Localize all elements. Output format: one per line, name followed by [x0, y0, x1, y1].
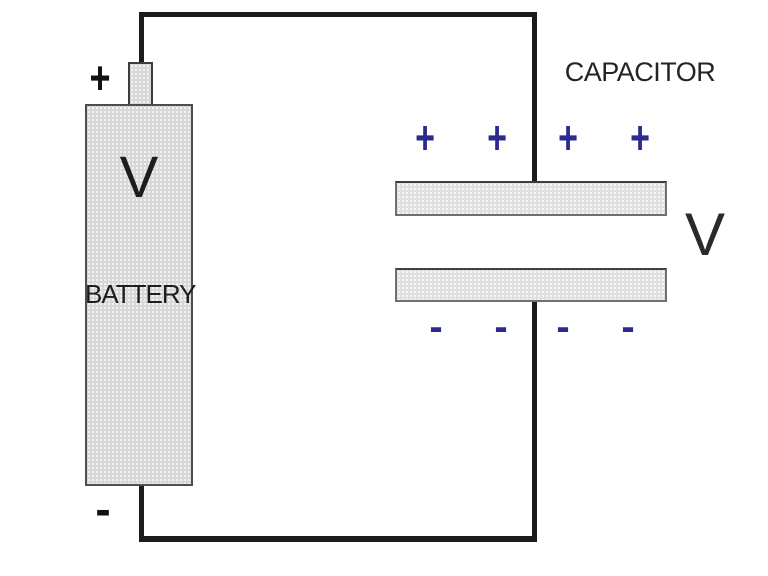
battery-positive-sign: +: [89, 50, 111, 104]
capacitor-bottom-plate: [395, 268, 667, 302]
wire-battery-negative-lead: [139, 484, 144, 540]
plus-charge-symbol: +: [415, 110, 435, 164]
wire-battery-positive-lead: [139, 12, 144, 66]
plus-charge-symbol: +: [558, 110, 578, 164]
battery-body: [85, 104, 193, 486]
battery-positive-terminal: [128, 62, 153, 107]
battery-name-label: BATTERY: [85, 279, 197, 309]
plus-charge-symbol: +: [630, 110, 650, 164]
minus-charge-symbol: -: [429, 304, 443, 349]
minus-charge-symbol: -: [621, 304, 635, 349]
minus-charge-symbol: -: [494, 304, 508, 349]
wire-top-plate-lead: [532, 12, 537, 184]
minus-charge-symbol: -: [556, 304, 570, 349]
plus-charge-symbol: +: [487, 110, 507, 164]
wire-bottom-plate-lead: [532, 300, 537, 540]
wire-bottom-horizontal: [139, 536, 537, 542]
capacitor-top-plate: [395, 181, 667, 216]
capacitor-voltage-label: V: [684, 201, 726, 268]
battery-voltage-label: V: [119, 145, 159, 210]
capacitor-label: CAPACITOR: [564, 57, 716, 87]
wire-top-horizontal: [139, 12, 537, 17]
battery-negative-sign: -: [95, 483, 111, 535]
